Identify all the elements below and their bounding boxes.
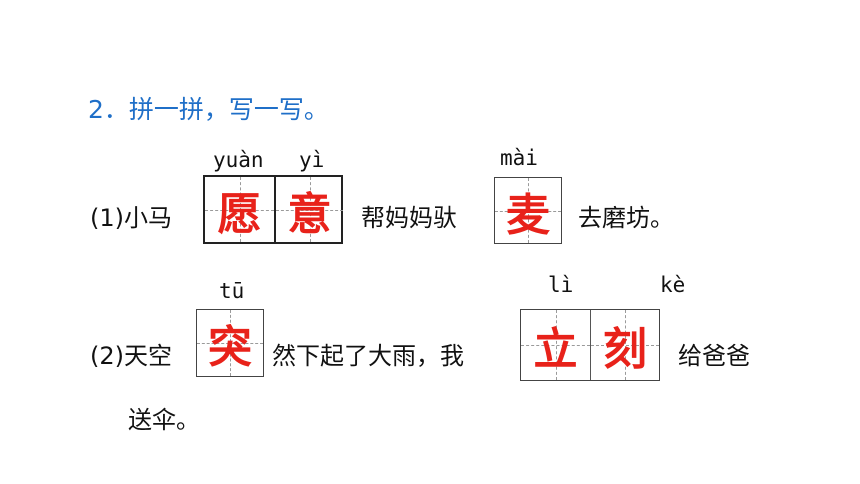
answer-box-tu[interactable]: 突 (196, 309, 264, 377)
q1-number-prefix: (1)小马 (90, 204, 172, 232)
q2-middle-text: 然下起了大雨，我 (272, 342, 464, 370)
pinyin-mai: mài (500, 146, 538, 170)
tian-cell-1: 麦 (495, 178, 561, 243)
pinyin-yi: yì (299, 148, 325, 172)
exercise-heading: 2．拼一拼，写一写。 (88, 95, 329, 124)
pinyin-li: lì (548, 273, 574, 297)
answer-char-tu: 突 (208, 322, 252, 373)
tian-cell-2: 刻 (590, 310, 659, 380)
answer-box-yuanyi[interactable]: 愿 意 (203, 175, 343, 244)
tian-cell-2: 意 (274, 177, 343, 242)
q2-continuation-text: 送伞。 (128, 406, 200, 434)
q1-middle-text: 帮妈妈驮 (361, 204, 457, 232)
pinyin-tu: tū (219, 279, 245, 303)
q2-number-prefix: (2)天空 (90, 342, 172, 370)
pinyin-ke: kè (660, 273, 686, 297)
answer-char-ke: 刻 (603, 324, 647, 375)
q2-end-text: 给爸爸 (678, 342, 750, 370)
pinyin-yuan: yuàn (213, 148, 264, 172)
q1-end-text: 去磨坊。 (578, 204, 674, 232)
answer-char-yuan: 愿 (217, 188, 262, 240)
tian-cell-1: 立 (521, 310, 590, 380)
answer-char-mai: 麦 (506, 189, 550, 241)
tian-cell-1: 愿 (205, 177, 274, 242)
answer-box-like[interactable]: 立 刻 (520, 309, 660, 381)
answer-char-yi: 意 (287, 188, 332, 240)
answer-box-mai[interactable]: 麦 (494, 177, 562, 244)
tian-cell-1: 突 (197, 310, 263, 376)
answer-char-li: 立 (533, 324, 578, 375)
